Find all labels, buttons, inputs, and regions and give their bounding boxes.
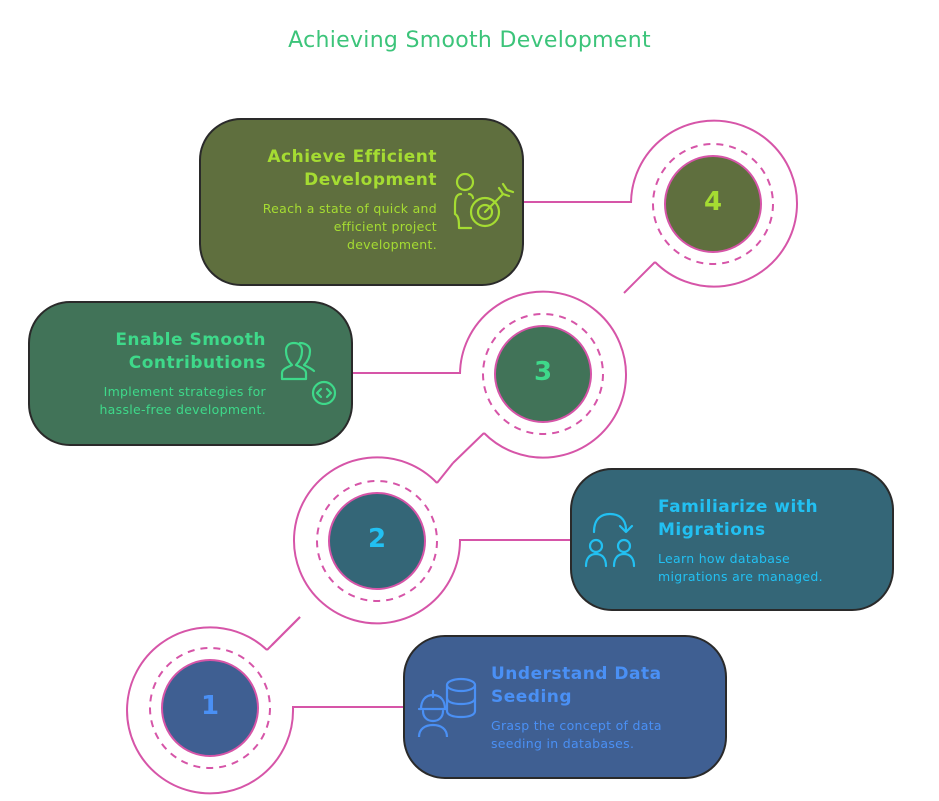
step-2-heading: Familiarize with Migrations — [658, 497, 819, 540]
step-4-dashed-ring — [652, 143, 774, 265]
step-1-outer-ring — [126, 626, 295, 795]
step-1-card: Understand Data Seeding Grasp the concep… — [403, 635, 727, 779]
step-3-diagonal-connector — [452, 432, 485, 464]
step-4-description: Reach a state of quick and efficient pro… — [262, 201, 437, 252]
step-2-circle — [328, 492, 426, 590]
step-2-description: Learn how database migrations are manage… — [658, 551, 823, 584]
step-1-number: 1 — [200, 691, 220, 721]
step-4-heading: Achieve Efficient Development — [267, 147, 437, 190]
step-3-heading: Enable Smooth Contributions — [115, 330, 266, 373]
step-4-box-connector — [523, 201, 632, 203]
step-4-diagonal-connector — [623, 261, 656, 294]
step-3-description: Implement strategies for hassle-free dev… — [99, 384, 266, 417]
step-4-number: 4 — [703, 187, 723, 217]
step-1-circle — [161, 659, 259, 757]
step-3-card: Enable Smooth Contributions Implement st… — [28, 301, 353, 446]
step-2-dashed-ring — [316, 480, 438, 602]
step-3-outer-ring — [459, 290, 627, 459]
step-3-dashed-ring — [482, 313, 604, 435]
step-4-circle — [664, 155, 762, 253]
diagram-title: Achieving Smooth Development — [288, 28, 651, 53]
step-3-box-connector — [352, 372, 461, 374]
users-code-icon — [280, 341, 337, 405]
step-2-outer-ring — [293, 456, 461, 625]
step-2-diagonal-connector — [436, 462, 454, 484]
step-2-lower-connector — [271, 616, 301, 646]
step-4-card: Achieve Efficient Development Reach a st… — [199, 118, 524, 286]
step-4-outer-ring — [630, 119, 798, 288]
step-1-description: Grasp the concept of data seeding in dat… — [491, 718, 662, 751]
step-1-box-connector — [292, 706, 405, 708]
engineer-database-icon — [417, 677, 477, 737]
step-2-box-connector — [459, 539, 572, 541]
step-3-number: 3 — [533, 357, 553, 387]
step-3-circle — [494, 325, 592, 423]
step-2-number: 2 — [367, 524, 387, 554]
user-transfer-icon — [584, 512, 636, 568]
step-2-card: Familiarize with Migrations Learn how da… — [570, 468, 894, 611]
step-1-dashed-ring — [149, 647, 271, 769]
person-target-icon — [453, 172, 515, 230]
step-1-heading: Understand Data Seeding — [491, 664, 662, 707]
